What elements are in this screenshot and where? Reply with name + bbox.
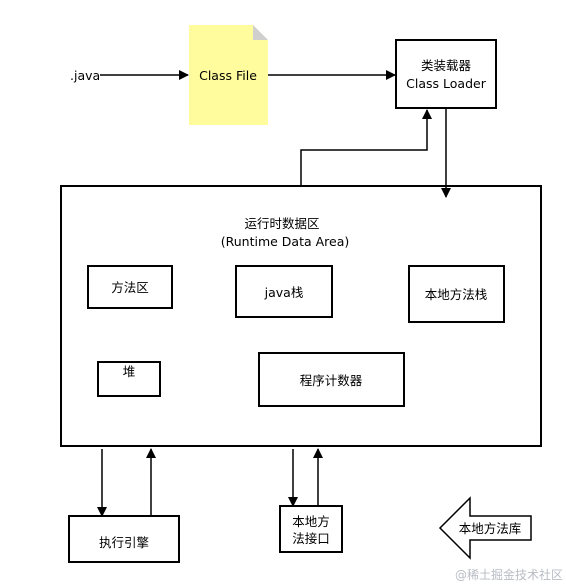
watermark: @稀土掘金技术社区 — [455, 567, 563, 582]
program-counter-box — [258, 352, 405, 407]
native-method-stack-box — [408, 265, 505, 323]
program-counter-label: 程序计数器 — [300, 373, 363, 388]
class-loader-label-en: Class Loader — [406, 76, 487, 91]
runtime-data-area-box — [60, 185, 542, 447]
native-interface-label-1: 本地方 — [292, 514, 330, 529]
heap-label: 堆 — [123, 364, 136, 379]
execution-engine-label: 执行引擎 — [99, 535, 149, 550]
runtime-area-title-cn: 运行时数据区 — [244, 216, 319, 231]
native-interface-node: 本地方 法接口 — [279, 505, 343, 553]
execution-engine-node: 执行引擎 — [68, 515, 180, 563]
native-library-label: 本地方法库 — [459, 521, 522, 536]
native-method-stack-label: 本地方法栈 — [425, 287, 488, 302]
arrow-runtime-to-loader — [300, 109, 432, 186]
runtime-area-title-en: (Runtime Data Area) — [221, 234, 350, 249]
runtime-data-area: 运行时数据区 (Runtime Data Area) 方法区 java栈 本地方… — [60, 185, 542, 447]
method-area-box — [87, 265, 173, 309]
class-file-label: Class File — [199, 68, 257, 83]
execution-engine-box — [68, 515, 180, 563]
java-stack-box — [235, 265, 333, 318]
native-interface-box — [279, 505, 343, 553]
native-library-node: 本地方法库 — [438, 496, 532, 560]
source-label: .java — [70, 68, 100, 83]
class-file-node: Class File — [189, 25, 268, 125]
class-file-fold — [253, 25, 268, 40]
method-area-label: 方法区 — [111, 280, 149, 295]
heap-box — [97, 361, 161, 397]
class-loader-box — [395, 39, 497, 109]
native-interface-label-2: 法接口 — [292, 531, 330, 546]
class-file-shape — [189, 25, 268, 125]
native-library-arrow-shape — [438, 496, 532, 560]
java-stack-label: java栈 — [264, 285, 304, 300]
class-loader-label-cn: 类装载器 — [421, 58, 472, 73]
class-loader-node: 类装载器 Class Loader — [395, 39, 497, 109]
